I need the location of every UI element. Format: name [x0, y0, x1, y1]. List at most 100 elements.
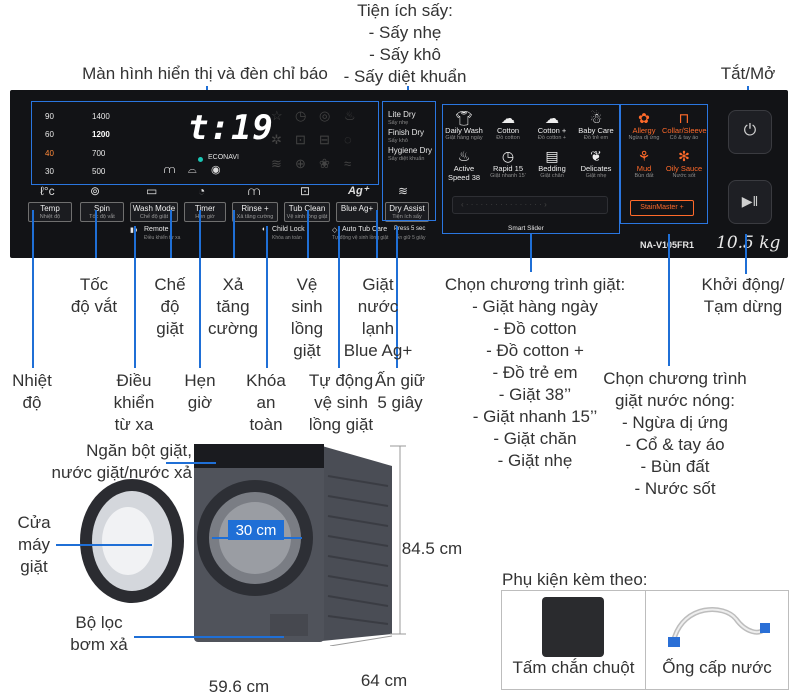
- callout-line: Hẹn: [184, 371, 216, 390]
- hot-program-label: Oily Sauce: [665, 164, 703, 173]
- hot-program-sub: Cổ & tay áo: [669, 135, 699, 141]
- program-sub: Đồ cotton +: [537, 135, 567, 141]
- callout-line: độ: [22, 393, 42, 412]
- display-area-box: [31, 101, 379, 185]
- timer-icon: ◔: [198, 184, 206, 198]
- door-size-badge: 30 cm: [228, 520, 284, 540]
- dry-assist-button-label: Dry Assist: [389, 204, 425, 213]
- temp-button[interactable]: Temp Nhiệt độ: [28, 202, 72, 222]
- mat-image: [542, 597, 604, 657]
- blue-ag-button[interactable]: Blue Ag+: [336, 202, 378, 222]
- dry-option-sub: Sấy nhẹ: [388, 120, 409, 126]
- tub-clean-line: [307, 210, 309, 258]
- start-pause-button[interactable]: ▶‖: [728, 180, 772, 224]
- smart-slider[interactable]: ‹ · · · · · · · · · · · · · · · · ›: [452, 196, 608, 214]
- sauce-icon: ✻: [678, 148, 690, 164]
- temp-line: [32, 210, 34, 368]
- stainmaster-button[interactable]: StainMaster +: [630, 200, 694, 216]
- drying-item: - Sấy khô: [369, 45, 441, 64]
- hot-item: - Nước sốt: [634, 479, 716, 498]
- door-line: [56, 544, 152, 546]
- filter-status-icon: ⊕: [295, 156, 306, 171]
- callout-line: độ vắt: [70, 297, 118, 316]
- tub-clean-button-sub: Vệ sinh lồng giặt: [286, 214, 328, 220]
- wash-mode-button-label: Wash Mode: [132, 204, 176, 213]
- program-baby-care[interactable]: ☃︎ Baby Care Đồ trẻ em: [574, 110, 618, 142]
- active-icon: ♨︎: [457, 148, 471, 164]
- callout-line: Nhiệt: [12, 371, 52, 390]
- callout-line: vệ sinh: [314, 393, 368, 412]
- callout-line: tăng: [216, 297, 250, 316]
- spin-value: 1400: [92, 112, 110, 121]
- hot-program-mud[interactable]: ⚘ Mud Bùn đất: [622, 148, 666, 180]
- hot-program-sub: Ngừa dị ứng: [628, 135, 660, 141]
- hot-program-collar[interactable]: ⊓ Collar/Sleeve Cổ & tay áo: [662, 110, 707, 142]
- program-active-speed[interactable]: ♨︎ Active Speed 38: [442, 148, 486, 182]
- accessories-box: Tấm chắn chuột Ống cấp nước: [501, 590, 789, 690]
- callout-line: lồng: [290, 319, 324, 338]
- hot-program-oily[interactable]: ✻ Oily Sauce Nước sốt: [662, 148, 706, 180]
- rinse-button[interactable]: Rinse + Xả tăng cường: [232, 202, 278, 222]
- rinse-line: [233, 210, 235, 258]
- eco-status-icon: ❀: [319, 156, 330, 171]
- wash-mode-button[interactable]: Wash Mode Chế độ giặt: [130, 202, 178, 222]
- callout-line: Giặt: [362, 275, 394, 294]
- program-sub: Đồ cotton: [496, 135, 520, 141]
- fan-status-icon: ✲: [271, 132, 282, 147]
- tub-clean-button-label: Tub Clean: [288, 204, 326, 213]
- stainmaster-label: StainMaster +: [640, 204, 684, 211]
- filter-callout: Bộ lọc bơm xả: [64, 612, 134, 656]
- blue-ag-callout: Giặt nước lạnh Blue Ag+: [338, 274, 418, 362]
- timer-button[interactable]: Timer Hẹn giờ: [184, 202, 226, 222]
- callout-line: Tạm dừng: [703, 297, 783, 316]
- model-label: NA-V105FR1: [640, 240, 694, 250]
- spin-button[interactable]: Spin Tốc độ vắt: [80, 202, 124, 222]
- filter-cover: [270, 614, 308, 636]
- hot-title: Chọn chương trình: [603, 369, 747, 388]
- program-item: - Đồ cotton: [493, 319, 577, 338]
- program-cotton-plus[interactable]: ☁︎ Cotton + Đồ cotton +: [530, 110, 574, 142]
- program-rapid-15[interactable]: ◷ Rapid 15 Giặt nhanh 15’: [486, 148, 530, 180]
- program-delicates[interactable]: ❦ Delicates Giặt nhẹ: [574, 148, 618, 180]
- wash-mode-button-sub: Chế độ giặt: [139, 214, 169, 220]
- spin-speed-callout: Tốc độ vắt: [54, 274, 134, 318]
- spin-button-label: Spin: [93, 204, 110, 213]
- callout-line: Điều: [116, 371, 152, 390]
- dry-option-label: Finish Dry: [388, 128, 425, 137]
- hot-program-allergy[interactable]: ✿ Allergy Ngừa dị ứng: [622, 110, 666, 142]
- drying-title: Tiện ích sấy:: [357, 1, 453, 20]
- program-sub: Giặt hàng ngày: [445, 135, 483, 141]
- hot-item: - Bùn đất: [640, 457, 710, 476]
- dry-assist-button[interactable]: Dry Assist Tiện ích sấy: [385, 202, 429, 222]
- program-daily-wash[interactable]: 👕︎ Daily Wash Giặt hàng ngày: [442, 110, 486, 142]
- temp-button-label: Temp: [40, 204, 60, 213]
- control-panel: 90 60 40 30 1400 1200 700 500 t:19 ECONA…: [10, 90, 788, 258]
- temp-value: 60: [45, 130, 54, 139]
- program-sub: Đồ trẻ em: [583, 135, 609, 141]
- programs-box: [442, 104, 620, 234]
- hot-title: giặt nước nóng:: [615, 391, 735, 410]
- hot-item: - Cổ & tay áo: [625, 435, 725, 454]
- drop-status-icon: ◌: [344, 132, 352, 147]
- wash-indicator-icon: ⌓: [188, 164, 197, 176]
- callout-line: nước giặt/nước xả: [51, 463, 193, 482]
- hot-programs-callout: Chọn chương trình giặt nước nóng: - Ngừa…: [590, 368, 760, 500]
- dry-option-label: Hygiene Dry: [388, 146, 433, 155]
- hot-item: - Ngừa dị ứng: [622, 413, 728, 432]
- program-label: Active Speed 38: [447, 164, 481, 182]
- program-item: - Giặt nhẹ: [497, 451, 573, 470]
- program-bedding[interactable]: ▤ Bedding Giặt chăn: [530, 148, 574, 180]
- auto-tub-line: [338, 226, 340, 368]
- callout-line: giặt: [156, 319, 184, 338]
- callout-line: Cửa: [17, 513, 51, 532]
- callout-line: giờ: [187, 393, 213, 412]
- program-cotton[interactable]: ☁︎ Cotton Đồ cotton: [486, 110, 530, 142]
- press-line: [396, 226, 398, 368]
- door-status-icon: ⊡: [295, 132, 306, 147]
- power-button[interactable]: ⏻: [728, 110, 772, 154]
- program-sub: Giặt chăn: [540, 173, 564, 179]
- temp-icon: ℓ°c: [40, 184, 55, 198]
- accessories-title: Phụ kiện kèm theo:: [502, 570, 648, 589]
- rinse-callout: Xả tăng cường: [203, 274, 263, 340]
- program-item: - Giặt hàng ngày: [472, 297, 598, 316]
